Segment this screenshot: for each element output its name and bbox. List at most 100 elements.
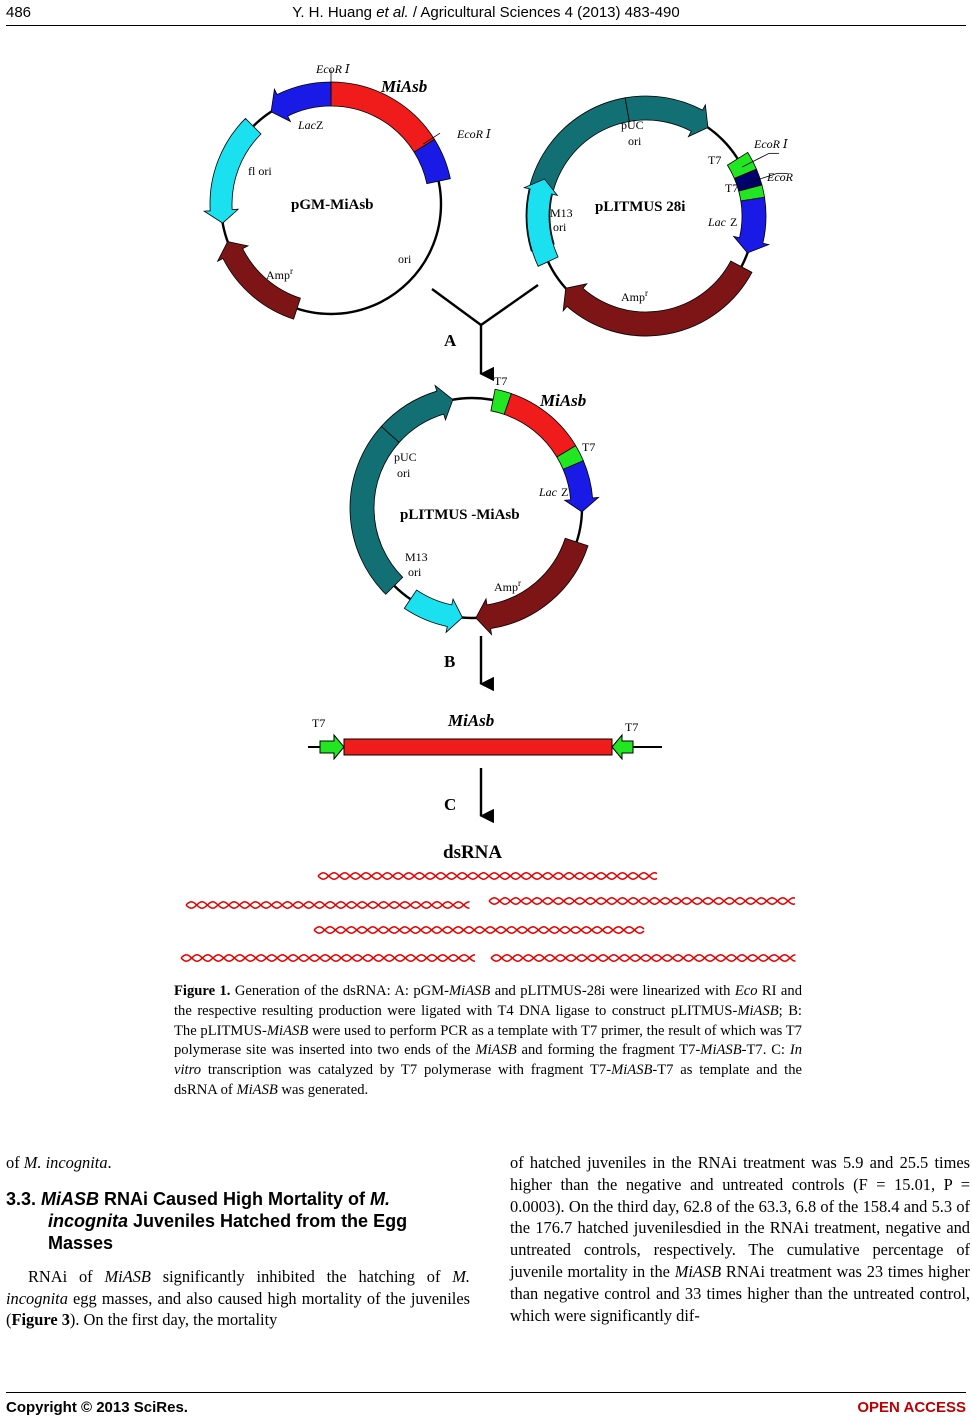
figure-1-diagram: EcoR Ⅰ MiAsb EcoR Ⅰ LacZ fl ori pGM-MiAs… (180, 62, 796, 962)
caption-italic-1: MiASB (449, 983, 491, 999)
p1-amp-label: Ampr (266, 266, 293, 282)
running-title: Y. H. Huang et al. / Agricultural Scienc… (0, 4, 972, 21)
p1-fl-ori-label: fl ori (248, 164, 272, 178)
ampr-arrow (216, 241, 301, 320)
p1-insert-label: MiAsb (380, 77, 427, 96)
right-p-b: RNAi treatment was 23 times higher than … (510, 1261, 970, 1325)
running-title-etal: et al. (376, 4, 409, 21)
p2-lacz-italic: Lac (707, 215, 727, 229)
p3-puc-label: pUC (394, 450, 417, 464)
lacz-arrow (732, 196, 771, 254)
caption-text-10: was generated. (277, 1081, 369, 1098)
fragment-t7-left-label: T7 (312, 716, 325, 730)
p2-m13-label: M13 (550, 206, 573, 220)
left-p0-italic: M. incognita (23, 1153, 108, 1172)
fl-ori-arrow (202, 117, 262, 224)
junction-line-left (431, 288, 482, 326)
p3-plasmid-name: pLITMUS -MiAsb (400, 507, 520, 523)
footer-open-access[interactable]: OPEN ACCESS (857, 1399, 966, 1416)
dsrna-strand (180, 954, 476, 962)
left-p0-post: . (107, 1153, 112, 1172)
caption-text-5: were used to perform PCR as a template w… (174, 1022, 802, 1059)
section-italic-2: M. incognita (48, 1188, 391, 1231)
junction-line-right (480, 284, 539, 326)
p2-ecor-label-1: EcoR Ⅰ (753, 137, 788, 151)
p3-puc-ori-label: ori (397, 466, 411, 480)
section-text-2: Juveniles Hatched from the Egg Masses (48, 1210, 408, 1253)
right-p-italic: MiASB (674, 1261, 722, 1281)
section-number: 3.3. (6, 1188, 42, 1209)
left-p1-d: ). On the first day, the mortality (69, 1310, 278, 1330)
p2-puc-ori-label: ori (628, 134, 642, 148)
left-p1-italic-2: M. incognita (6, 1266, 470, 1308)
dsrna-strand (180, 954, 476, 962)
p3-amp-sup: r (518, 578, 521, 588)
dsrna-label: dsRNA (443, 842, 502, 863)
caption-label: Figure 1. (174, 983, 231, 999)
p1-amp-text: Amp (266, 268, 290, 282)
p1-lacz-z: Z (316, 118, 323, 132)
p3-lacz-z: Z (561, 485, 568, 499)
site-leader-line (742, 152, 770, 168)
step-a-label: A (444, 331, 457, 350)
site-leader-line (423, 132, 441, 145)
fragment-insert-bar (343, 738, 613, 756)
p1-lacz-italic: Lac (297, 118, 317, 132)
dsrna-strand (185, 901, 470, 909)
left-p0-pre: of (6, 1153, 24, 1172)
plasmid-plitmus-miasb (349, 384, 600, 636)
p1-lacz-label: LacZ (297, 118, 323, 132)
p2-t7-label-1: T7 (708, 153, 721, 167)
p1-ecor-label-2: EcoR Ⅰ (456, 127, 491, 141)
p2-amp-label: Ampr (621, 288, 648, 304)
p2-ecor-label-2: EcoR (766, 170, 794, 184)
p3-insert-label: MiAsb (539, 391, 586, 410)
caption-italic-9: MiASB (236, 1081, 278, 1098)
dsrna-strand (185, 901, 470, 909)
ampr-arrow (562, 260, 753, 337)
right-paragraph: of hatched juveniles in the RNAi treatme… (510, 1152, 970, 1326)
caption-text-8: transcription was catalyzed by T7 polyme… (201, 1062, 612, 1079)
left-p1-italic-1: MiASB (104, 1266, 151, 1286)
plasmid-plitmus-28i (522, 95, 788, 337)
running-title-authors: Y. H. Huang (292, 4, 377, 21)
fragment-insert-label: MiAsb (447, 711, 494, 730)
section-italic-1: MiASB (41, 1188, 100, 1209)
caption-italic-4: MiASB (266, 1022, 309, 1039)
fragment-t7-left-arrow (319, 733, 345, 761)
p3-t7-label-2: T7 (582, 440, 595, 454)
left-p1-c: egg masses, and also caused high mortali… (6, 1288, 470, 1330)
left-p1-a: RNAi of (28, 1266, 105, 1286)
p1-amp-sup: r (290, 266, 293, 276)
step-b-label: B (444, 652, 455, 671)
footer-rule (6, 1392, 966, 1393)
puc-ori-arrow (380, 384, 454, 443)
section-heading-3-3: 3.3. MiASB RNAi Caused High Mortality of… (6, 1188, 470, 1254)
fragment-t7-right-arrow (611, 733, 634, 761)
p2-t7-label-2: T7 (725, 181, 738, 195)
p2-m13-ori-label: ori (553, 220, 567, 234)
m13-ori-arrow (403, 589, 463, 634)
dsrna-strand (317, 872, 658, 880)
caption-text-2: and pLITMUS-28i were linearized with (490, 983, 735, 999)
right-p-a: of hatched juveniles in the RNAi treatme… (510, 1153, 970, 1281)
caption-italic-8: MiASB (611, 1062, 653, 1079)
p2-puc-label: pUC (621, 118, 644, 132)
caption-text-7: -T7. C: (741, 1042, 790, 1059)
dsrna-strand (313, 926, 645, 934)
puc-ori-arrow (624, 95, 709, 138)
figure-3-reference[interactable]: Figure 3 (11, 1310, 70, 1330)
p1-plasmid-name: pGM-MiAsb (291, 197, 374, 213)
p2-amp-sup: r (645, 288, 648, 298)
site-leader-line (748, 172, 778, 184)
dsrna-strand (490, 954, 796, 962)
caption-italic-7: In vitro (174, 1042, 803, 1079)
p1-ecor-label-1: EcoR Ⅰ (315, 62, 350, 76)
figure-caption: Figure 1. Generation of the dsRNA: A: pG… (174, 982, 802, 1101)
left-paragraph-0: of M. incognita. (6, 1152, 470, 1174)
running-title-journal: / Agricultural Sciences 4 (2013) 483-490 (408, 4, 680, 21)
p3-amp-text: Amp (494, 580, 518, 594)
m13-ori-arrow (522, 178, 559, 267)
